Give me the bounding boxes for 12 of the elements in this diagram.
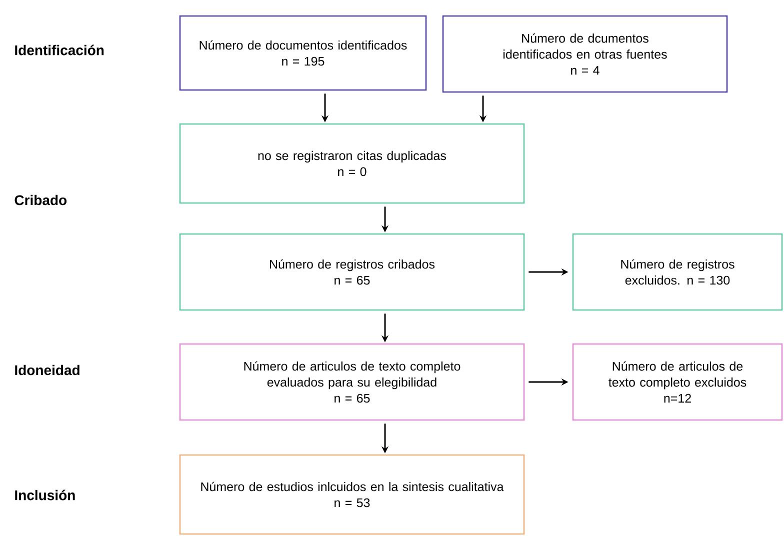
- process-box: Número de estudios inlcuidos en la sintesis cualitativa n = 53: [179, 454, 525, 535]
- process-box: Número de registros cribados n = 65: [179, 233, 525, 311]
- process-box: no se registraron citas duplicadas n = 0: [179, 123, 525, 204]
- process-box: Número de registros excluidos. n = 130: [572, 233, 783, 311]
- stage-label: Cribado: [14, 194, 67, 206]
- process-box: Número de documentos identificados n = 195: [179, 15, 427, 91]
- process-box: Número de articulos de texto completo evaluados para su elegibilidad n = 65: [179, 343, 525, 421]
- stage-label: Idoneidad: [15, 364, 80, 376]
- stage-label: Identificación: [15, 44, 104, 56]
- process-box: Número de articulos de texto completo excluidos n=12: [572, 343, 783, 421]
- process-box: Número de dcumentos identificados en otras fuentes n = 4: [442, 15, 728, 93]
- stage-label: Inclusión: [15, 490, 75, 500]
